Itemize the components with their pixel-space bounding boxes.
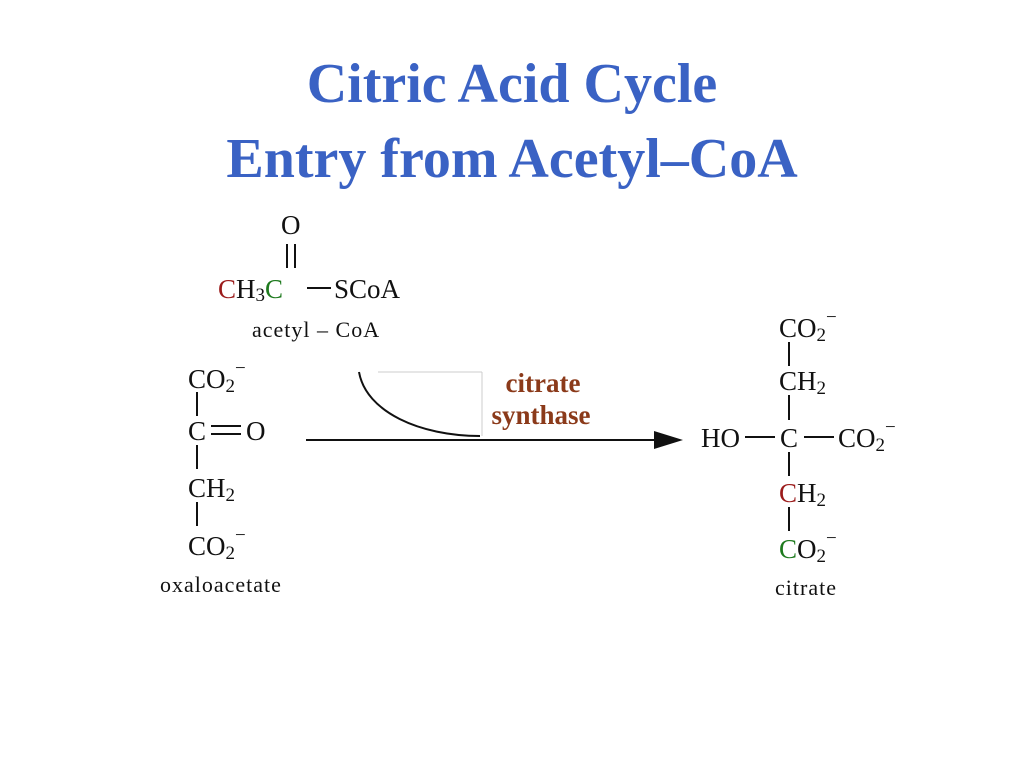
arrow-head (654, 431, 683, 449)
oxaloacetate-co2-top: CO2− (188, 358, 246, 397)
acetyl-carbonyl-carbon: C (265, 274, 283, 304)
oxaloacetate-structure: CO2− C O CH2 CO2− oxaloacetate (160, 358, 282, 597)
oxaloacetate-label: oxaloacetate (160, 572, 282, 597)
acetyl-coa-label: acetyl – CoA (252, 317, 380, 342)
acetyl-methyl-carbon: C (218, 274, 236, 304)
citrate-co2-right: CO2− (838, 417, 896, 456)
acetyl-coa-structure: O CH3C SCoA acetyl – CoA (218, 210, 401, 342)
oxaloacetate-co2-bottom: CO2− (188, 525, 246, 564)
acetyl-scoa: SCoA (334, 274, 401, 304)
citrate-hydroxyl: HO (701, 423, 740, 453)
citrate-label: citrate (775, 575, 837, 600)
acetyl-formula: CH3C (218, 274, 283, 306)
citrate-co2-top: CO2− (779, 307, 837, 346)
oxaloacetate-oxygen: O (246, 416, 266, 446)
slide-title-line-1: Citric Acid Cycle (306, 53, 718, 115)
acetyl-oxygen: O (281, 210, 301, 240)
slide-title-line-2: Entry from Acetyl–CoA (226, 128, 798, 190)
reaction-arrow: citrate synthase (306, 368, 683, 449)
citrate-co2-bottom: CO2− (779, 528, 837, 567)
citrate-central-carbon: C (780, 423, 798, 453)
citrate-ch2-top: CH2 (779, 366, 826, 399)
citrate-ch2-bottom: CH2 (779, 478, 826, 511)
acetyl-coa-entry-curve (358, 371, 481, 437)
acetyl-subscript-3: 3 (256, 285, 266, 306)
enzyme-name-line-1: citrate (506, 368, 581, 398)
acetyl-hydrogen: H (236, 274, 256, 304)
oxaloacetate-carbon: C (188, 416, 206, 446)
oxaloacetate-ch2: CH2 (188, 473, 235, 506)
citrate-structure: CO2− CH2 HO C CO2− CH2 CO2− citrate (701, 307, 896, 600)
enzyme-name-line-2: synthase (491, 400, 590, 430)
